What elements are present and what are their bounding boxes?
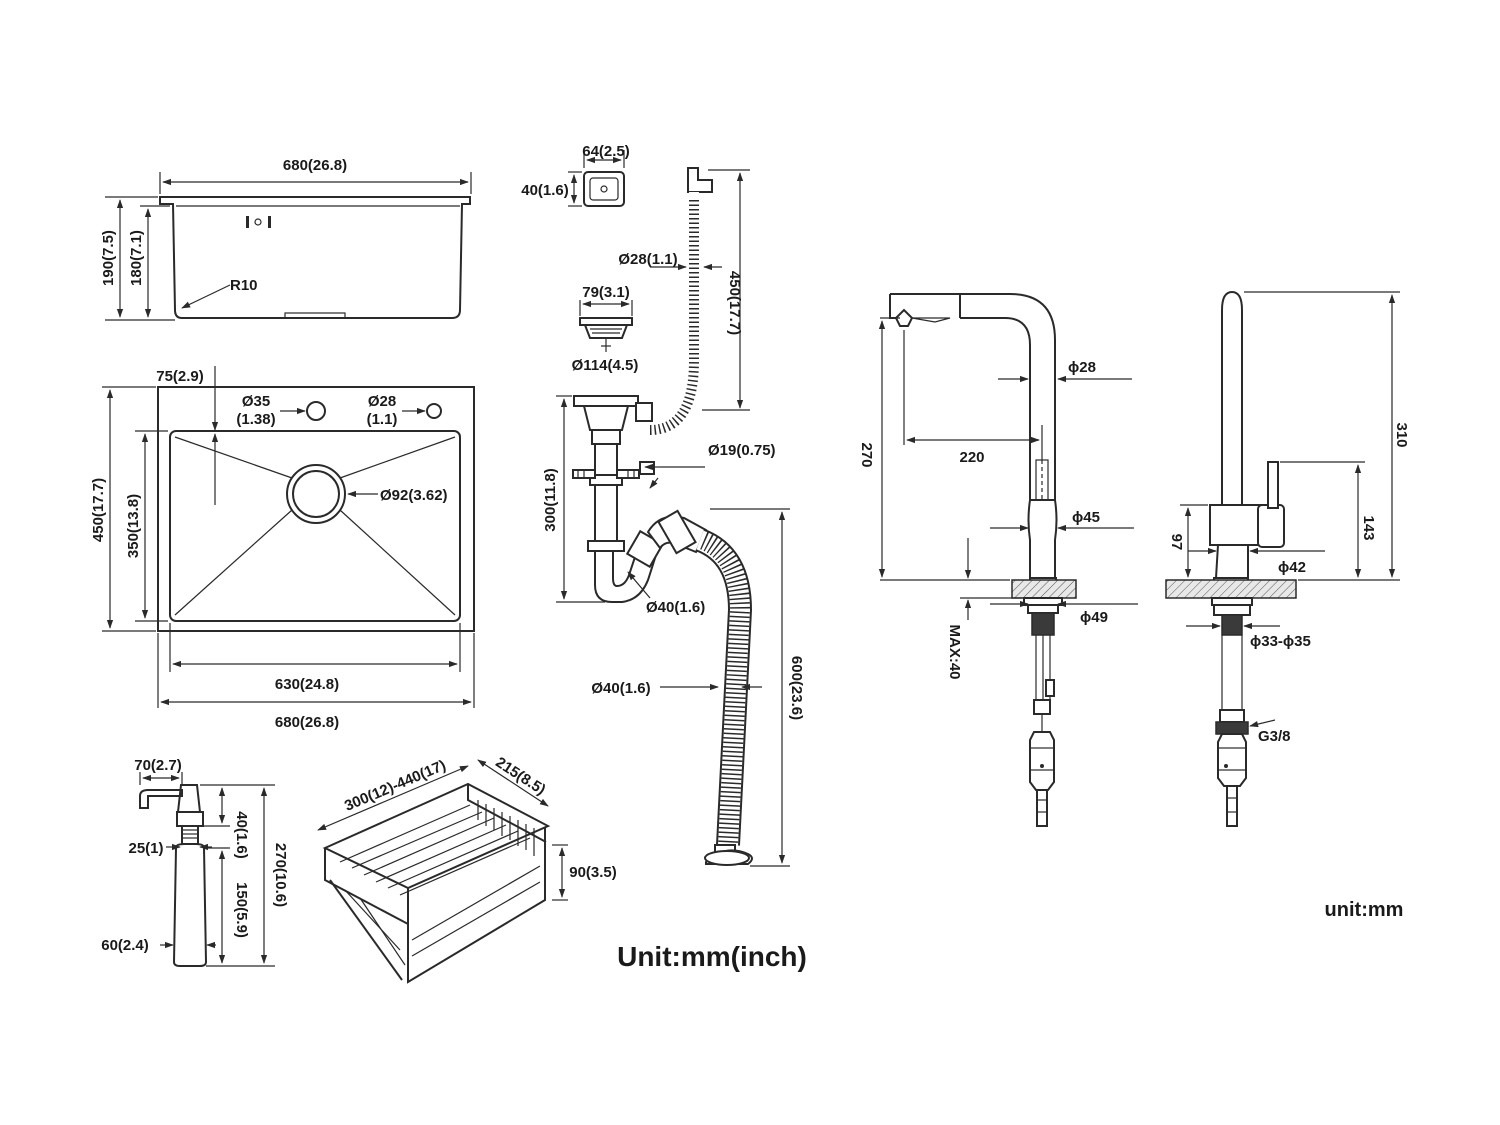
mixer-faucet — [1165, 290, 1400, 827]
sink-inner-height-label: 180(7.1) — [128, 230, 145, 286]
mixer-hole-range-label: ϕ33-ϕ35 — [1250, 633, 1311, 650]
mixer-height-label: 310 — [1393, 422, 1410, 447]
basket-width-label: 215(8.5) — [492, 754, 548, 799]
mixer-body-height-label: 97 — [1168, 534, 1185, 551]
dispenser-head-label: 40(1.6) — [233, 811, 250, 859]
hole1-inch-label: (1.38) — [236, 411, 275, 428]
strainer-basket — [579, 300, 633, 352]
drain-dia-label: Ø92(3.62) — [380, 487, 448, 504]
dispenser-total-height-label: 270(10.6) — [272, 843, 289, 907]
overflow-cap-width-label: 64(2.5) — [582, 143, 630, 160]
unit-label-left: Unit:mm(inch) — [617, 941, 807, 972]
basket-height-label: 90(3.5) — [569, 864, 617, 881]
overflow-hose-length-label: 450(17.7) — [726, 271, 743, 335]
sink-outer-height-label: 190(7.5) — [100, 230, 117, 286]
mixer-handle-height-label: 143 — [1360, 515, 1377, 540]
basket-length-label: 300(12)-440(17) — [342, 757, 448, 815]
overflow-hose-dia-label: Ø28(1.1) — [618, 251, 677, 268]
drain-trap-dia-label: Ø40(1.6) — [646, 599, 705, 616]
drain-hose — [660, 508, 790, 867]
dispenser-thread-label: 25(1) — [128, 840, 163, 857]
hole2-inch-label: (1.1) — [367, 411, 398, 428]
pullout-faucet — [878, 293, 1138, 827]
sink-front-view — [105, 172, 472, 321]
sink-edge-offset-label: 75(2.9) — [156, 368, 204, 385]
sink-top-view — [102, 366, 475, 708]
drain-outlet-label: Ø19(0.75) — [708, 442, 776, 459]
overflow-cap-height-label: 40(1.6) — [521, 182, 569, 199]
sink-width-label: 680(26.8) — [283, 157, 347, 174]
unit-label-right: unit:mm — [1325, 899, 1404, 921]
hole2-dia-label: Ø28 — [368, 393, 396, 410]
sink-inner-width-label: 630(24.8) — [275, 676, 339, 693]
drain-assembly — [556, 395, 708, 603]
drain-hose-dia-label: Ø40(1.6) — [591, 680, 650, 697]
overflow-cap — [568, 150, 625, 207]
sink-outer-width-label: 680(26.8) — [275, 714, 339, 731]
sink-depth-outer-label: 450(17.7) — [90, 478, 107, 542]
sink-depth-inner-label: 350(13.8) — [125, 494, 142, 558]
drain-basket — [317, 759, 568, 984]
dispenser-bottle-dia-label: 60(2.4) — [101, 937, 149, 954]
pullout-base-dia-label: ϕ49 — [1080, 609, 1108, 626]
pullout-reach-label: 220 — [959, 449, 984, 466]
pullout-deck-max-label: MAX:40 — [946, 624, 963, 679]
hole1-dia-label: Ø35 — [242, 393, 270, 410]
drain-height-label: 300(11.8) — [542, 468, 559, 531]
mixer-connector-label: G3/8 — [1258, 728, 1291, 745]
soap-dispenser — [139, 772, 275, 967]
sink-radius-label: R10 — [230, 277, 258, 294]
strainer-width-label: 79(3.1) — [582, 284, 630, 301]
overflow-hose — [649, 167, 750, 435]
pullout-body-dia-label: ϕ45 — [1072, 509, 1100, 526]
mixer-body-dia-label: ϕ42 — [1278, 559, 1306, 576]
strainer-flange-label: Ø114(4.5) — [572, 357, 639, 374]
dispenser-spout-label: 70(2.7) — [134, 757, 182, 774]
drain-hose-length-label: 600(23.6) — [788, 656, 805, 720]
dispenser-bottle-height-label: 150(5.9) — [233, 882, 250, 938]
pullout-spout-dia-label: ϕ28 — [1068, 359, 1096, 376]
pullout-height-label: 270 — [858, 442, 875, 467]
